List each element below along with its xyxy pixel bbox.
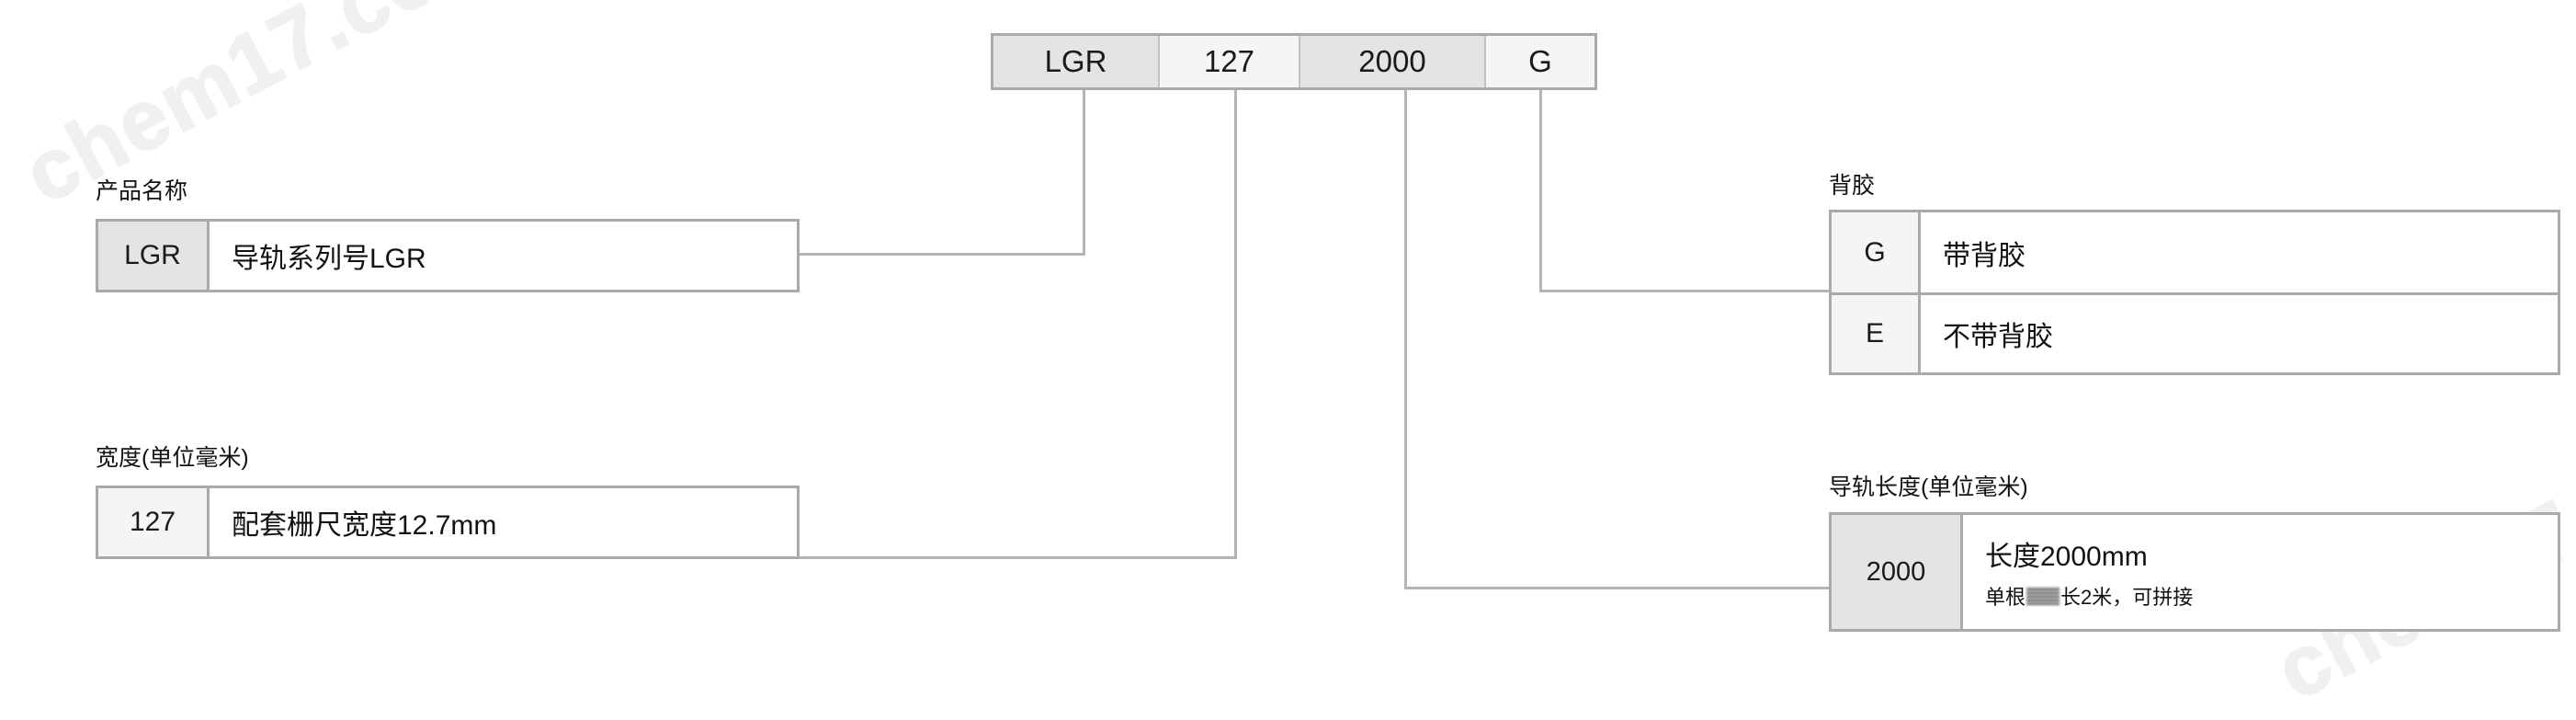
spec-value-text: 带背胶 [1943, 240, 2026, 271]
spec-key-127: 127 [98, 488, 210, 556]
subtext-before: 单根 [1985, 586, 2026, 609]
table-row[interactable]: 127 配套栅尺宽度12.7mm [98, 488, 797, 556]
table-row[interactable]: G 带背胶 [1832, 212, 2558, 292]
spec-table-adhesive: G 带背胶 E 不带背胶 [1829, 210, 2560, 375]
spec-value-text: 长度2000mm [1985, 542, 2148, 572]
code-segment-length[interactable]: 2000 [1300, 36, 1486, 87]
code-segment-adhesive[interactable]: G [1486, 36, 1594, 87]
spec-value-lgr: 导轨系列号LGR [210, 222, 797, 290]
caption-product-name: 产品名称 [96, 178, 188, 204]
connector-length-horizontal [1404, 587, 1832, 589]
table-row[interactable]: 2000 长度2000mm 单根 长2米，可拼接 [1832, 515, 2558, 629]
spec-value-g: 带背胶 [1921, 212, 2558, 292]
spec-value-text: 不带背胶 [1943, 322, 2053, 352]
table-row[interactable]: LGR 导轨系列号LGR [98, 222, 797, 290]
connector-adhesive-vertical [1539, 90, 1542, 292]
spec-key-2000: 2000 [1832, 515, 1963, 629]
model-code-bar: LGR 127 2000 G [991, 33, 1597, 90]
spec-value-2000: 长度2000mm 单根 长2米，可拼接 [1963, 515, 2558, 629]
connector-length-vertical [1404, 90, 1407, 589]
connector-series-vertical [1083, 90, 1085, 256]
spec-value-text: 导轨系列号LGR [232, 244, 426, 274]
connector-width-horizontal [800, 556, 1237, 559]
code-segment-width[interactable]: 127 [1160, 36, 1300, 87]
connector-adhesive-horizontal [1539, 290, 1832, 292]
spec-table-width: 127 配套栅尺宽度12.7mm [96, 486, 800, 559]
spec-key-lgr: LGR [98, 222, 210, 290]
caption-rail-length: 导轨长度(单位毫米) [1829, 474, 2028, 500]
spec-table-rail-length: 2000 长度2000mm 单根 长2米，可拼接 [1829, 512, 2560, 632]
watermark-top-left: chem17.com [8, 0, 523, 223]
caption-adhesive: 背胶 [1829, 173, 1876, 199]
redacted-text-icon [2026, 587, 2060, 605]
caption-width: 宽度(单位毫米) [96, 445, 249, 471]
spec-value-e: 不带背胶 [1921, 295, 2558, 372]
spec-value-127: 配套栅尺宽度12.7mm [210, 488, 797, 556]
code-segment-series[interactable]: LGR [993, 36, 1160, 87]
spec-key-e: E [1832, 295, 1921, 372]
diagram-canvas: chem17.com chem17.com LGR 127 2000 G 产品名… [8, 0, 2576, 719]
spec-table-product-name: LGR 导轨系列号LGR [96, 219, 800, 292]
table-row[interactable]: E 不带背胶 [1832, 292, 2558, 372]
spec-value-text: 配套栅尺宽度12.7mm [232, 510, 497, 541]
spec-value-subtext: 单根 长2米，可拼接 [1985, 581, 2558, 611]
spec-key-g: G [1832, 212, 1921, 292]
connector-series-horizontal [800, 253, 1085, 256]
connector-width-vertical [1234, 90, 1237, 559]
subtext-after: 长2米，可拼接 [2060, 586, 2194, 609]
